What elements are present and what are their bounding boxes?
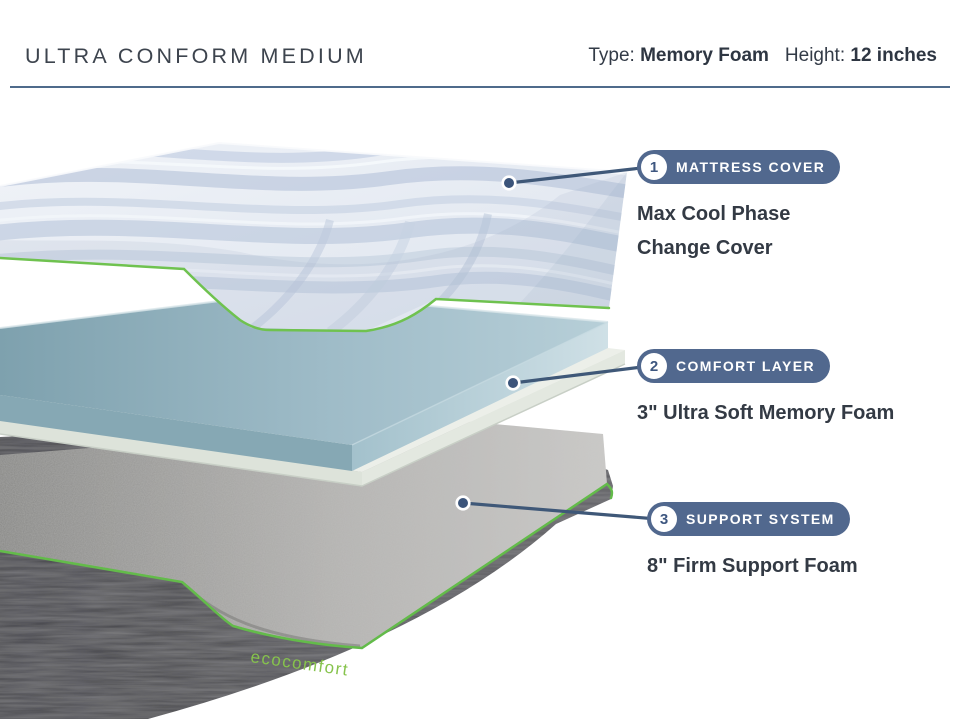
- support-green-trim: [0, 482, 614, 650]
- support-foam: [0, 420, 607, 648]
- badge-label-3: SUPPORT SYSTEM: [686, 510, 835, 527]
- description-line: Change Cover: [637, 237, 773, 259]
- support-system-layer: ecocomfort: [0, 417, 614, 719]
- description-line: 3" Ultra Soft Memory Foam: [637, 402, 895, 424]
- callout-mattress-cover: 1 MATTRESS COVER Max Cool Phase Change C…: [637, 150, 841, 265]
- callout-support-system: 3 SUPPORT SYSTEM 8" Firm Support Foam: [647, 502, 858, 583]
- comfort-layer: [0, 291, 609, 471]
- callout-comfort-layer: 2 COMFORT LAYER 3" Ultra Soft Memory Foa…: [637, 349, 894, 430]
- badge-label-2: COMFORT LAYER: [676, 357, 816, 374]
- spec-height-label: Height:: [784, 45, 846, 66]
- badge-label-1: MATTRESS COVER: [676, 158, 826, 175]
- badge-number-1: 1: [641, 154, 667, 180]
- description-line: Max Cool Phase: [637, 203, 791, 225]
- connector-line-1: [507, 165, 652, 185]
- badge-number-3: 3: [651, 506, 677, 532]
- badge-number-2: 2: [641, 353, 667, 379]
- connector-line-2: [511, 364, 652, 385]
- spec-type-value: Memory Foam: [640, 45, 769, 66]
- connector-dot-2: [505, 375, 521, 391]
- header-divider: [10, 86, 950, 88]
- connector-dot-3: [455, 495, 471, 511]
- callout-description-3: 8" Firm Support Foam: [647, 549, 858, 583]
- page-title: ULTRA CONFORM MEDIUM: [25, 44, 367, 68]
- connector-line-3: [461, 501, 659, 521]
- badge-mattress-cover: 1 MATTRESS COVER: [637, 150, 841, 184]
- callout-description-1: Max Cool Phase Change Cover: [637, 197, 840, 265]
- badge-support-system: 3 SUPPORT SYSTEM: [647, 502, 850, 536]
- badge-comfort-layer: 2 COMFORT LAYER: [637, 349, 831, 383]
- callout-description-2: 3" Ultra Soft Memory Foam: [637, 396, 894, 430]
- spec-type-label: Type:: [588, 45, 635, 66]
- spec-height-value: 12 inches: [850, 45, 937, 66]
- cover-green-trim: [0, 256, 611, 333]
- callout-dots: [455, 175, 521, 511]
- mattress-cover-layer: [0, 141, 628, 333]
- product-specs: Type: Memory Foam Height: 12 inches: [588, 45, 937, 67]
- description-line: 8" Firm Support Foam: [647, 555, 858, 577]
- callout-connectors: [461, 165, 659, 521]
- connector-dot-1: [501, 175, 517, 191]
